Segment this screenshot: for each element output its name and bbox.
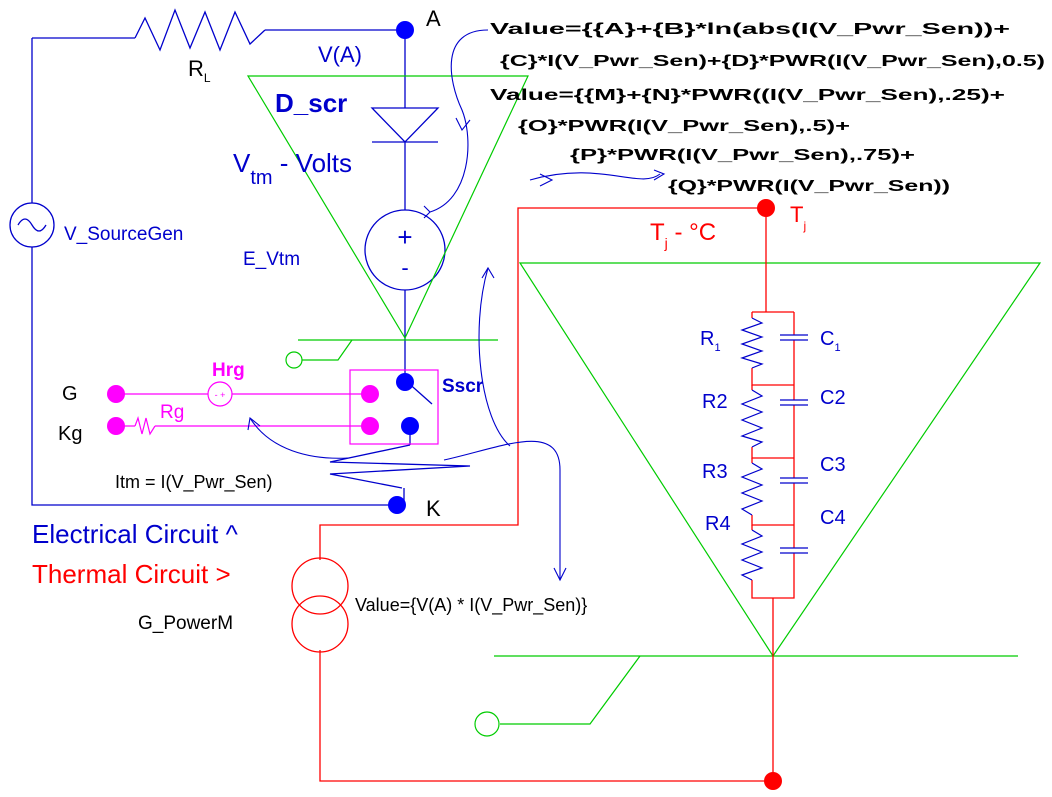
tj-expression-line-2: {O}*PWR(I(V_Pwr_Sen),.5)+ xyxy=(518,118,850,135)
e-vtm-plus: + xyxy=(397,222,412,252)
electrical-circuit-label: Electrical Circuit ^ xyxy=(32,519,239,549)
diode-dscr xyxy=(370,107,440,143)
electrical-wires xyxy=(31,29,411,506)
node-k xyxy=(388,496,406,514)
tj-expression-line-4: {Q}*PWR(I(V_Pwr_Sen)) xyxy=(668,178,950,195)
sscr-label: Sscr xyxy=(442,376,484,397)
node-kg xyxy=(107,417,125,435)
g-powerm-source xyxy=(291,557,349,653)
thermal-circuit-label: Thermal Circuit > xyxy=(32,559,231,589)
va-label: V(A) xyxy=(318,42,362,67)
node-a-label: A xyxy=(426,6,441,31)
reference-arrows xyxy=(247,29,666,582)
power-expression: Value={V(A) * I(V_Pwr_Sen)} xyxy=(355,595,587,616)
c4-label: C4 xyxy=(820,507,846,529)
node-k-label: K xyxy=(426,496,441,521)
gate-circuit xyxy=(118,381,370,436)
node-thermal-ground xyxy=(764,772,782,790)
v-sourcegen-label: V_SourceGen xyxy=(64,224,183,245)
node-tj xyxy=(757,199,775,217)
vtm-label: Vtm - Volts xyxy=(233,148,352,189)
c2-label: C2 xyxy=(820,387,846,409)
itm-label: Itm = I(V_Pwr_Sen) xyxy=(115,472,273,493)
node-a xyxy=(396,21,414,39)
current-sensor-v-pwr-sen xyxy=(329,444,471,489)
v-source-gen xyxy=(9,202,55,248)
thermal-wires xyxy=(319,207,795,782)
r1-label: R1 xyxy=(700,328,721,354)
r3-label: R3 xyxy=(702,461,728,483)
e-vtm-minus: - xyxy=(401,255,408,280)
e-vtm-label: E_Vtm xyxy=(243,249,300,270)
node-g xyxy=(107,385,125,403)
node-kg-label: Kg xyxy=(58,423,82,445)
grid-lines xyxy=(246,75,1042,737)
g-powerm-label: G_PowerM xyxy=(138,613,233,634)
node-g-label: G xyxy=(62,383,78,405)
r2-label: R2 xyxy=(702,391,728,413)
rl-label: RL xyxy=(188,56,211,85)
resistor-rl xyxy=(134,8,266,52)
rg-label: Rg xyxy=(160,402,184,423)
tj-expression-line-1: Value={{M}+{N}*PWR((I(V_Pwr_Sen),.25)+ xyxy=(490,87,1005,104)
switch-sscr xyxy=(349,369,439,445)
c1-label: C1 xyxy=(820,328,841,354)
dscr-label: D_scr xyxy=(275,88,347,118)
r4-label: R4 xyxy=(705,513,731,535)
e-vtm-source xyxy=(364,209,446,291)
thermal-capacitors xyxy=(780,334,808,554)
node-tj-label: Tj xyxy=(790,202,806,233)
hrg-label: Hrg xyxy=(212,360,245,381)
thermal-resistors xyxy=(740,317,764,581)
tj-expression-line-3: {P}*PWR(I(V_Pwr_Sen),.75)+ xyxy=(570,147,915,164)
hrg-symbol: - + xyxy=(215,390,226,400)
tj-temp-label: Tj - °C xyxy=(650,219,716,251)
vtm-expression-line-1: Value={{A}+{B}*ln(abs(I(V_Pwr_Sen))+ xyxy=(490,21,1010,38)
vtm-expression-line-2: {C}*I(V_Pwr_Sen)+{D}*PWR(I(V_Pwr_Sen),0.… xyxy=(500,53,1045,70)
c3-label: C3 xyxy=(820,454,846,476)
